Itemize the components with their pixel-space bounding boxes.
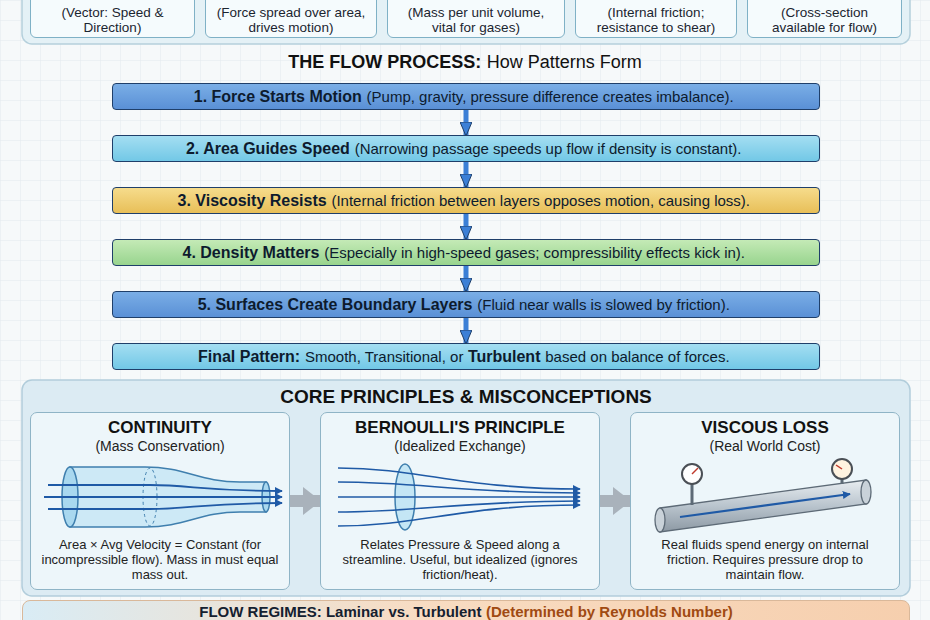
card-text: Real fluids spend energy on internal fri… [641,537,889,582]
property-text: (Internal friction; resistance to shear) [582,5,730,35]
principle-card: VISCOUS LOSS(Real World Cost) Real fluids… [630,412,900,590]
property-box: (Cross-section available for flow) [747,0,902,38]
viscous-pipe [655,459,871,532]
viscous-pipe-part [660,480,866,532]
property-text: (Cross-section available for flow) [754,5,895,35]
band-heading: FLOW REGIMES: Laminar vs. Turbulent [199,603,481,620]
process-step: 2. Area Guides Speed (Narrowing passage s… [112,135,820,162]
viscous-pipe-part [692,468,698,474]
card-text: Relates Pressure & Speed along a streaml… [331,537,589,582]
card-fill [630,412,900,590]
property-text: (Force spread over area, drives motion) [212,5,370,35]
flow-arrow [464,318,469,343]
process-step: 1. Force Starts Motion (Pump, gravity, pr… [112,83,820,110]
card-subtitle: (Idealized Exchange) [394,438,526,455]
continuity-pipe-part [44,496,282,498]
bernoulli-streamlines-part [338,501,580,512]
principle-card: BERNOULLI'S PRINCIPLE(Idealized Exchange… [320,412,600,590]
continuity-pipe-part [48,503,282,509]
card-subtitle: (Mass Conservation) [95,438,224,455]
properties-panel [22,0,910,44]
panel-heading: CORE PRINCIPLES & MISCONCEPTIONS [22,386,910,408]
flow-arrow [464,162,469,187]
section-heading-text: How Patterns Form [487,52,642,72]
step-text: (Pump, gravity, pressure difference crea… [367,88,734,105]
principles-panel: CONTINUITY(Mass Conservation) Area × Avg … [22,380,910,596]
block-arrow [600,495,630,507]
step-text: based on balance of forces. [545,348,729,365]
band-subtitle: (Determined by Reynolds Number) [486,603,733,620]
step-heading: 4. Density Matters [183,244,320,261]
flow-arrow [464,214,469,239]
step-heading: 1. Force Starts Motion [194,88,362,105]
property-box: (Force spread over area, drives motion) [205,0,377,38]
card-subtitle: (Real World Cost) [710,438,821,455]
bernoulli-streamlines-part [338,468,580,489]
bernoulli-streamlines-part [338,482,580,493]
card-fill [30,412,290,590]
step-heading: 2. Area Guides Speed [186,140,350,157]
step-text: Smooth, Transitional, or [305,348,463,365]
section-heading: THE FLOW PROCESS: How Patterns Form [0,51,930,73]
bernoulli-streamlines-part [338,505,580,526]
block-arrow [290,495,320,507]
property-box: (Internal friction; resistance to shear) [575,0,737,38]
step-heading: 3. Viscosity Resists [178,192,327,209]
viscous-pipe-part [836,465,842,469]
section-heading-text: THE FLOW PROCESS: [288,52,481,72]
bernoulli-streamlines [338,464,580,530]
continuity-pipe-part [48,485,282,491]
viscous-pipe-part [680,494,850,517]
card-heading: VISCOUS LOSS [701,418,829,438]
card-heading: CONTINUITY [108,418,212,438]
process-step: 4. Density Matters(Especially in high-sp… [112,239,820,266]
flow-arrow [464,266,469,291]
viscous-pipe-part [861,480,871,504]
property-text: (Vector: Speed & Direction) [37,5,188,35]
bernoulli-streamlines-part [338,496,580,498]
property-box: (Mass per unit volume, vital for gases) [387,0,565,38]
process-step: 3. Viscosity Resists(Internal friction b… [112,187,820,214]
viscous-pipe-part [691,483,694,505]
step-text: (Narrowing passage speeds up flow if den… [355,140,742,157]
step-text: (Internal friction between layers oppose… [331,192,750,209]
viscous-pipe-part [655,508,665,532]
step-text: (Fluid near walls is slowed by friction)… [477,296,730,313]
viscous-pipe-part [682,464,702,484]
viscous-pipe-part [832,459,852,479]
step-heading: Final Pattern: [198,348,300,365]
step-text: (Especially in high-speed gases; compres… [324,244,745,261]
card-text: Area × Avg Velocity = Constant (for inco… [41,537,279,582]
card-heading: BERNOULLI'S PRINCIPLE [355,418,565,438]
property-box: (Vector: Speed & Direction) [30,0,195,38]
result-step: Final Pattern: Smooth, Transitional, or Tu… [112,343,820,370]
step-heading: 5. Surfaces Create Boundary Layers [198,296,473,313]
principles-panel [22,380,910,596]
principle-card: CONTINUITY(Mass Conservation) Area × Avg … [30,412,290,590]
continuity-pipe [44,467,282,527]
card-fill [320,412,600,590]
property-text: (Mass per unit volume, vital for gases) [394,5,558,35]
process-step: 5. Surfaces Create Boundary Layers(Fluid… [112,291,820,318]
flow-arrow [464,110,469,135]
regime-band: FLOW REGIMES: Laminar vs. Turbulent (Dete… [22,600,910,620]
step-heading: Turbulent [468,348,541,365]
